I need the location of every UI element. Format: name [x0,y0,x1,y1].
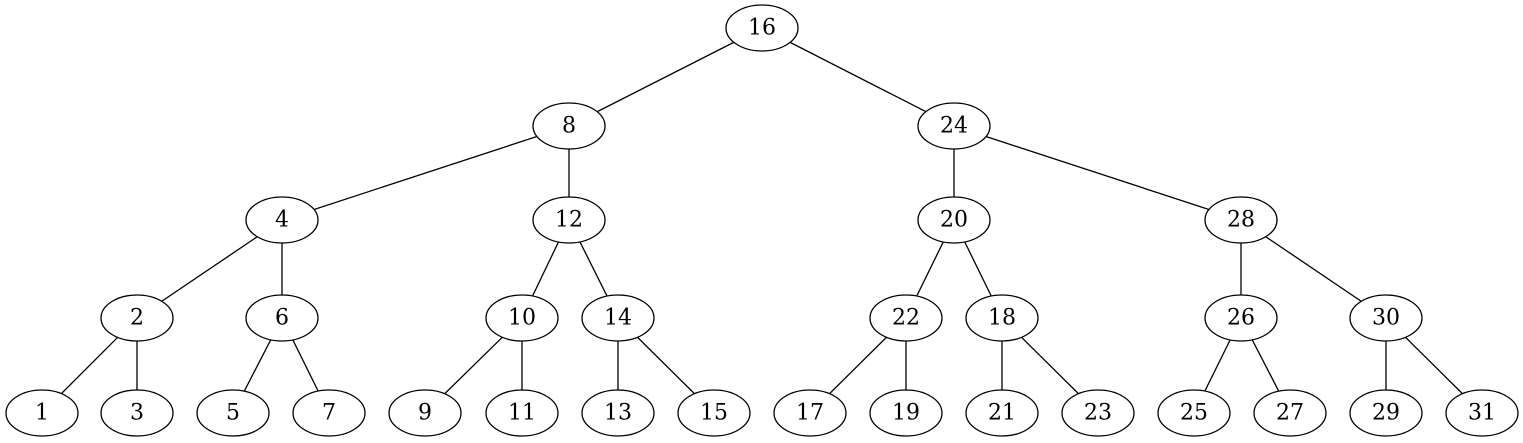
node-label: 24 [940,114,968,139]
node-label: 26 [1227,306,1255,331]
node-ellipse [869,389,943,437]
tree-node-14: 14 [581,294,655,342]
tree-node-22: 22 [869,294,943,342]
tree-node-20: 20 [917,196,991,244]
node-label: 29 [1372,401,1400,426]
node-ellipse [725,4,799,52]
tree-node-31: 31 [1445,389,1519,437]
tree-node-30: 30 [1349,294,1423,342]
node-label: 21 [988,401,1016,426]
tree-node-7: 7 [292,389,366,437]
node-label: 16 [748,16,776,41]
node-ellipse [677,389,751,437]
node-ellipse [917,102,991,150]
node-label: 25 [1180,401,1208,426]
node-label: 11 [508,401,536,426]
tree-node-26: 26 [1204,294,1278,342]
node-label: 27 [1276,401,1304,426]
node-ellipse [581,389,655,437]
node-ellipse [292,389,366,437]
node-label: 19 [892,401,920,426]
tree-node-8: 8 [532,102,606,150]
node-label: 31 [1468,401,1496,426]
node-label: 10 [508,306,536,331]
node-ellipse [1157,389,1231,437]
node-ellipse [485,294,559,342]
node-ellipse [1061,389,1135,437]
tree-node-2: 2 [100,294,174,342]
node-ellipse [1445,389,1519,437]
node-label: 4 [275,208,289,233]
node-ellipse [5,389,79,437]
node-label: 28 [1227,208,1255,233]
tree-node-4: 4 [245,196,319,244]
node-ellipse [532,196,606,244]
node-label: 9 [418,401,432,426]
node-ellipse [773,389,847,437]
tree-node-25: 25 [1157,389,1231,437]
node-ellipse [965,294,1039,342]
tree-node-18: 18 [965,294,1039,342]
tree-node-21: 21 [965,389,1039,437]
edge-24-28 [953,125,1242,221]
node-label: 2 [130,306,144,331]
node-ellipse [581,294,655,342]
node-label: 14 [604,306,632,331]
node-ellipse [388,389,462,437]
tree-node-24: 24 [917,102,991,150]
tree-node-1: 1 [5,389,79,437]
node-label: 6 [275,306,289,331]
node-ellipse [245,294,319,342]
node-ellipse [1204,196,1278,244]
node-ellipse [532,102,606,150]
node-ellipse [1349,389,1423,437]
node-ellipse [917,196,991,244]
tree-node-16: 16 [725,4,799,52]
node-ellipse [196,389,270,437]
node-label: 30 [1372,306,1400,331]
tree-node-12: 12 [532,196,606,244]
node-ellipse [1204,294,1278,342]
node-label: 1 [35,401,49,426]
node-label: 12 [555,208,583,233]
node-ellipse [965,389,1039,437]
tree-node-5: 5 [196,389,270,437]
node-label: 7 [322,401,336,426]
tree-node-28: 28 [1204,196,1278,244]
node-ellipse [485,389,559,437]
tree-node-13: 13 [581,389,655,437]
node-label: 18 [988,306,1016,331]
tree-node-10: 10 [485,294,559,342]
node-ellipse [1349,294,1423,342]
node-label: 5 [226,401,240,426]
tree-node-17: 17 [773,389,847,437]
node-label: 13 [604,401,632,426]
node-label: 17 [796,401,824,426]
edge-8-4 [281,125,570,221]
tree-node-3: 3 [100,389,174,437]
node-ellipse [1253,389,1327,437]
node-label: 3 [130,401,144,426]
node-ellipse [100,294,174,342]
edge-16-8 [568,27,763,127]
node-ellipse [245,196,319,244]
node-label: 8 [562,114,576,139]
tree-node-23: 23 [1061,389,1135,437]
tree-node-11: 11 [485,389,559,437]
node-ellipse [869,294,943,342]
node-ellipse [100,389,174,437]
node-label: 22 [892,306,920,331]
node-label: 15 [700,401,728,426]
tree-node-15: 15 [677,389,751,437]
tree-node-27: 27 [1253,389,1327,437]
node-label: 20 [940,208,968,233]
tree-node-9: 9 [388,389,462,437]
tree-node-19: 19 [869,389,943,437]
tree-node-29: 29 [1349,389,1423,437]
node-label: 23 [1084,401,1112,426]
edge-16-24 [761,27,955,127]
tree-node-6: 6 [245,294,319,342]
